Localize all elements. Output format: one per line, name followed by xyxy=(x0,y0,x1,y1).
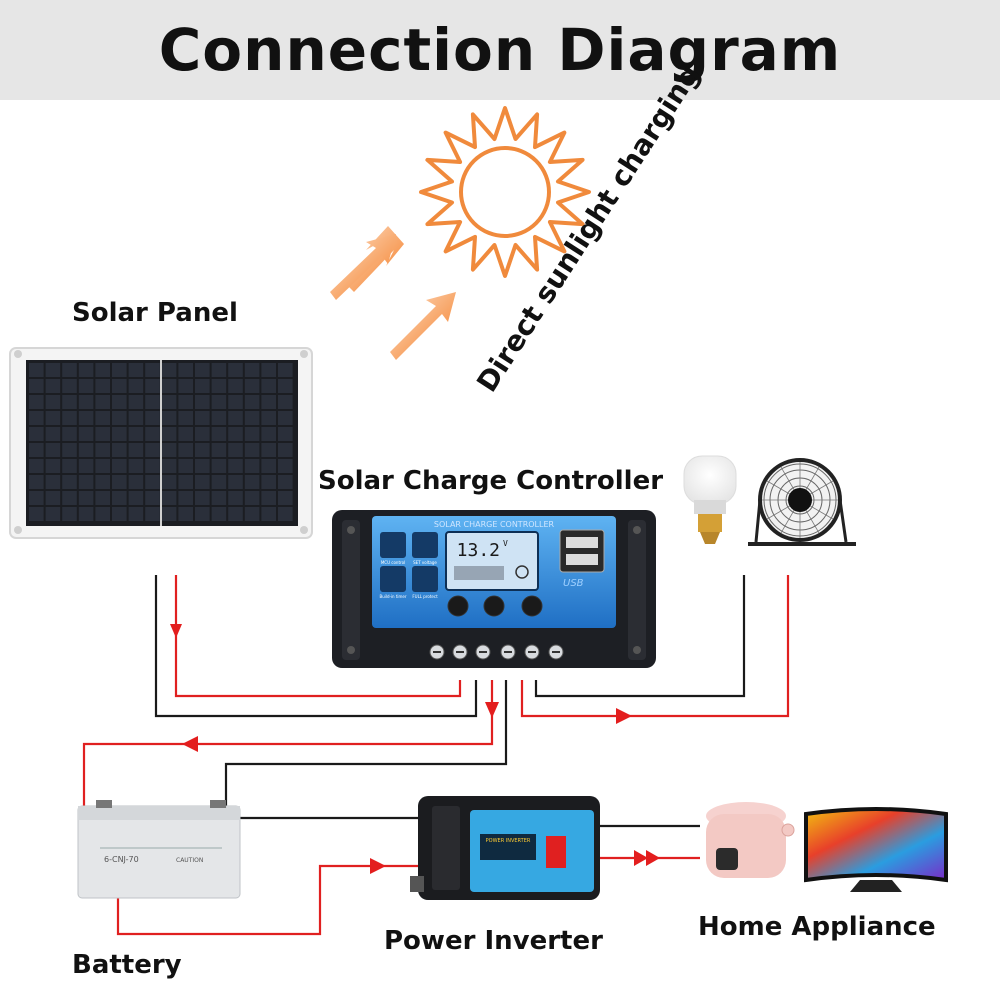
label-home-appliance: Home Appliance xyxy=(698,912,936,942)
controller-key-icons: MCU control SET voltage Build-in timer F… xyxy=(379,532,438,599)
solar-panel xyxy=(9,347,313,539)
key-protect-label: FULL protect xyxy=(412,594,438,599)
usb-ports: USB xyxy=(559,529,605,589)
arrow-to-appliance-1 xyxy=(634,850,648,866)
wire-panel-negative xyxy=(154,575,478,718)
sun-icon xyxy=(419,106,591,278)
title-bar xyxy=(0,0,1000,100)
controller-buttons xyxy=(447,595,543,617)
wire-battery-negative xyxy=(224,680,508,808)
wire-load-positive xyxy=(520,575,790,718)
arrow-to-load xyxy=(616,708,632,724)
battery-caution: CAUTION xyxy=(176,857,203,864)
inverter-brand: POWER INVERTER xyxy=(486,838,531,844)
controller-header: SOLAR CHARGE CONTROLLER xyxy=(434,520,555,529)
usb-label: USB xyxy=(563,578,584,589)
arrow-to-battery xyxy=(182,736,198,752)
arrow-to-appliance-2 xyxy=(646,850,660,866)
wire-load-negative xyxy=(534,575,746,698)
arrow-controller-down xyxy=(485,702,499,718)
label-power-inverter: Power Inverter xyxy=(384,926,603,956)
lcd-voltage-value: 13.2 xyxy=(457,540,500,561)
television-icon xyxy=(804,807,948,892)
battery-model: 6-CNJ-70 xyxy=(104,855,139,864)
label-solar-panel: Solar Panel xyxy=(72,298,238,328)
key-mcu-label: MCU control xyxy=(381,560,405,565)
flow-arrows xyxy=(170,624,660,874)
desk-fan-icon xyxy=(748,458,856,546)
wire-inverter-positive xyxy=(116,864,418,936)
label-battery: Battery xyxy=(72,950,182,980)
key-set-label: SET voltage xyxy=(413,560,437,565)
arrow-to-inverter xyxy=(370,858,386,874)
page-title: Connection Diagram xyxy=(158,16,842,84)
power-inverter: POWER INVERTER xyxy=(410,796,600,900)
lcd-voltage-unit: V xyxy=(503,539,508,548)
key-timer-label: Build-in timer xyxy=(379,594,406,599)
charge-controller: SOLAR CHARGE CONTROLLER MCU control SET … xyxy=(332,510,656,668)
sunbeam-arrow-upper xyxy=(330,226,404,300)
controller-lcd: 13.2 V xyxy=(445,531,539,591)
controller-terminals xyxy=(429,644,564,660)
arrow-panel-down xyxy=(170,624,182,638)
rice-cooker-icon xyxy=(706,802,795,878)
label-charge-controller: Solar Charge Controller xyxy=(318,466,664,496)
wire-battery-positive xyxy=(82,680,494,808)
led-bulb-icon xyxy=(683,455,737,544)
sunbeam-arrow-lower xyxy=(390,292,456,360)
battery: 6-CNJ-70 CAUTION xyxy=(77,800,241,899)
